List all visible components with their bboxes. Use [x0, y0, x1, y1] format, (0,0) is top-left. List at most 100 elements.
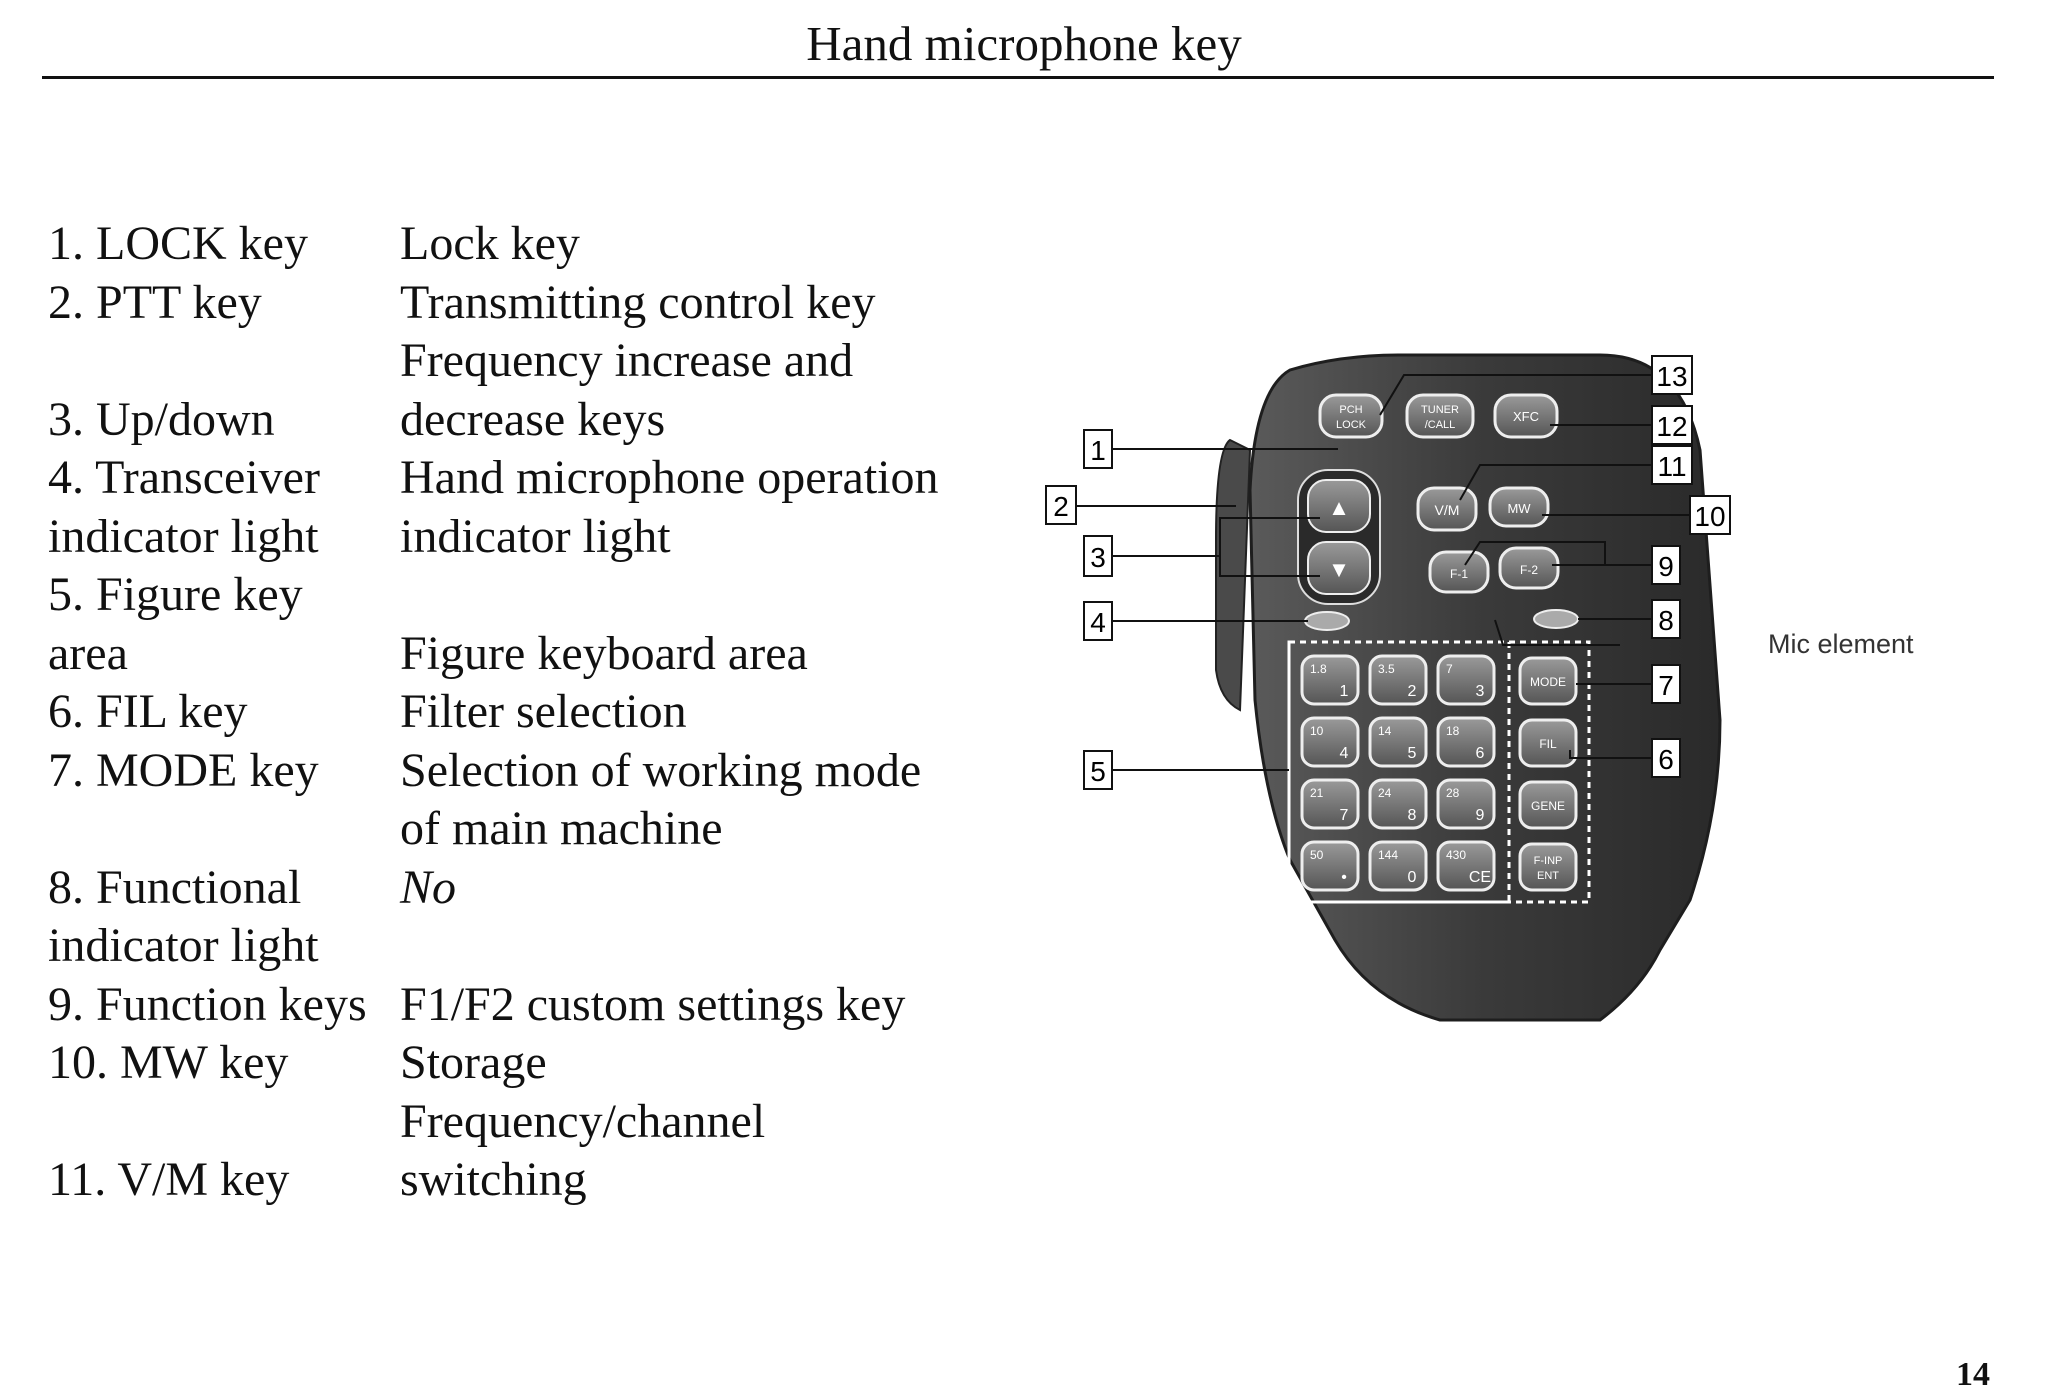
transceiver-indicator-light: [1304, 611, 1350, 631]
keypad-key-label: 0: [1408, 869, 1417, 886]
keypad-key: 73: [1436, 654, 1496, 706]
list-item: 6. FIL key Filter selection: [48, 683, 1040, 742]
callout-12: 12: [1651, 405, 1693, 445]
keypad-key-sublabel: 50: [1310, 848, 1324, 862]
keypad-key-label: 9: [1476, 807, 1485, 824]
item-term: 7. MODE key: [48, 743, 319, 797]
item-term: 4. Transceiver indicator light: [48, 451, 320, 563]
mw-key: MW: [1488, 486, 1550, 528]
svg-text:GENE: GENE: [1531, 799, 1565, 813]
item-definition: Storage: [400, 1036, 547, 1089]
list-item: 11. V/M key Frequency/channel switching: [48, 1093, 1040, 1210]
callout-11: 11: [1651, 445, 1693, 485]
list-item: 2. PTT key Transmitting control key: [48, 274, 1040, 333]
tuner-call-key: TUNER /CALL: [1405, 393, 1475, 439]
list-item: 1. LOCK key Lock key: [48, 215, 1040, 274]
keypad-key-label: 5: [1408, 745, 1417, 762]
vm-key: V/M: [1416, 486, 1478, 532]
callout-5: 5: [1083, 750, 1113, 790]
callout-number: 3: [1090, 542, 1106, 573]
callout-number: 10: [1694, 501, 1725, 532]
item-definition: Selection of working mode of main machin…: [400, 743, 922, 856]
keypad-key: 50 •: [1300, 840, 1360, 892]
keypad-key-sublabel: 3.5: [1378, 662, 1395, 676]
svg-text:▼: ▼: [1328, 557, 1350, 582]
item-term: 11. V/M key: [48, 1153, 290, 1206]
callout-number: 11: [1657, 451, 1686, 482]
keypad-key: 10 4: [1300, 716, 1360, 768]
keypad-key: 21 7: [1300, 778, 1360, 830]
keypad-key-label: 2: [1408, 683, 1417, 700]
svg-text:▲: ▲: [1328, 495, 1350, 520]
fil-key: FIL: [1518, 718, 1578, 768]
keypad-key-sublabel: 18: [1446, 724, 1460, 738]
svg-text:PCH: PCH: [1339, 404, 1362, 416]
list-item: 3. Up/down Frequency increase and decrea…: [48, 332, 1040, 449]
item-term: 6. FIL key: [48, 685, 248, 738]
keypad-key-sublabel: 1.8: [1310, 662, 1327, 676]
keypad-key-label: 3: [1476, 683, 1485, 700]
list-item: 9. Function keys F1/F2 custom settings k…: [48, 976, 1040, 1035]
svg-text:TUNER: TUNER: [1421, 404, 1459, 416]
svg-text:XFC: XFC: [1513, 409, 1539, 424]
item-definition: No: [400, 860, 457, 914]
keypad-key: 18 6: [1436, 716, 1496, 768]
gene-key: GENE: [1518, 780, 1578, 830]
keypad-key-label: 1: [1340, 683, 1349, 700]
list-item: 5. Figure key area Figure keyboard area: [48, 566, 1040, 683]
list-item: 10. MW key Storage: [48, 1034, 1040, 1093]
leader-lines: [1075, 374, 1690, 771]
list-item: 4. Transceiver indicator light Hand micr…: [48, 449, 1040, 566]
keypad-key: 145: [1368, 716, 1428, 768]
keypad-key-label: 4: [1340, 745, 1349, 762]
keypad-key-label: •: [1341, 869, 1347, 886]
xfc-key: XFC: [1493, 393, 1559, 439]
keypad-key-label: CE: [1469, 869, 1491, 886]
hand-microphone-diagram: PCH LOCK TUNER /CALL XFC ▲ ▼ V/M MW F-1 …: [1040, 340, 1960, 1040]
callout-number: 12: [1656, 411, 1687, 442]
svg-text:MODE: MODE: [1530, 675, 1566, 689]
callout-number: 7: [1658, 670, 1674, 701]
item-term: 1. LOCK key: [48, 217, 308, 270]
callout-9: 9: [1651, 545, 1681, 585]
callout-number: 6: [1658, 744, 1674, 775]
item-term: 8. Functional indicator light: [48, 860, 319, 973]
callout-8: 8: [1651, 599, 1681, 639]
down-key: ▼: [1307, 541, 1371, 595]
callout-4: 4: [1083, 601, 1113, 641]
keypad-key-label: 8: [1408, 807, 1417, 824]
functional-indicator-light: [1533, 609, 1579, 629]
keypad-key-label: 7: [1340, 807, 1349, 824]
keypad-key: 144 0: [1368, 840, 1428, 892]
item-definition: Hand microphone operation indicator ligh…: [400, 451, 939, 563]
keypad-key-sublabel: 144: [1378, 848, 1398, 862]
svg-text:F-1: F-1: [1450, 567, 1468, 581]
item-definition: Frequency increase and decrease keys: [400, 334, 854, 446]
f2-key: F-2: [1498, 546, 1560, 590]
keypad-key-sublabel: 10: [1310, 724, 1324, 738]
callout-1: 1: [1083, 429, 1113, 469]
item-term: 2. PTT key: [48, 275, 262, 329]
callout-3: 3: [1083, 535, 1113, 577]
callout-number: 1: [1090, 435, 1106, 466]
keypad-key-sublabel: 21: [1310, 786, 1324, 800]
list-item: 8. Functional indicator light No: [48, 859, 1040, 976]
keypad-key: 1.81: [1300, 654, 1360, 706]
page-number: 14: [1956, 1356, 1990, 1393]
item-definition: Filter selection: [400, 685, 687, 738]
header-divider: [42, 76, 1994, 79]
callout-10: 10: [1689, 495, 1731, 535]
item-term: 10. MW key: [48, 1036, 289, 1089]
callout-2: 2: [1045, 485, 1077, 525]
keypad-key-label: 6: [1476, 745, 1485, 762]
mode-key: MODE: [1518, 656, 1578, 706]
finp-ent-key: F-INP ENT: [1518, 842, 1578, 892]
item-definition: Lock key: [400, 217, 580, 270]
callout-number: 2: [1053, 491, 1069, 522]
keypad-key: 3.52: [1368, 654, 1428, 706]
keypad-key-sublabel: 7: [1446, 662, 1453, 676]
lock-key: PCH LOCK: [1318, 393, 1384, 439]
callout-number: 8: [1658, 605, 1674, 636]
